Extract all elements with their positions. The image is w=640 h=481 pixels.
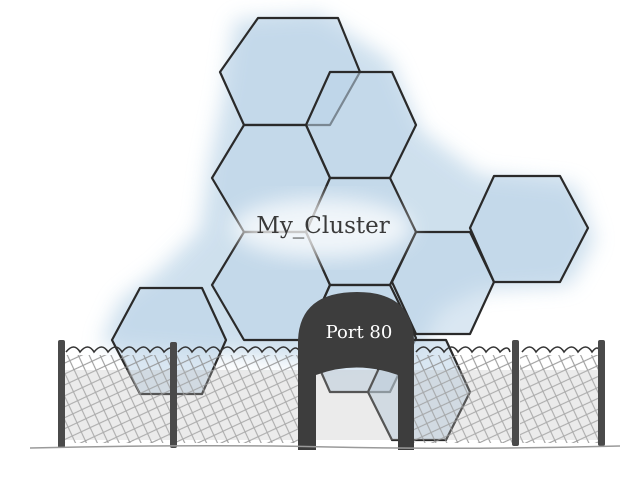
ground-line — [29, 444, 621, 450]
fence-post — [58, 340, 65, 448]
gate-label: Port 80 — [325, 322, 393, 343]
fence-mesh — [62, 355, 600, 443]
hexagon — [390, 230, 496, 336]
fence-post — [598, 340, 605, 446]
gate-arch — [298, 292, 414, 450]
hexagon — [468, 174, 590, 284]
barbed-wire — [65, 346, 601, 354]
cluster-label: My_Cluster — [256, 213, 390, 239]
fence-posts — [58, 340, 605, 448]
label-wash — [232, 198, 412, 258]
fence-post — [512, 340, 519, 446]
fence-post — [170, 342, 177, 448]
